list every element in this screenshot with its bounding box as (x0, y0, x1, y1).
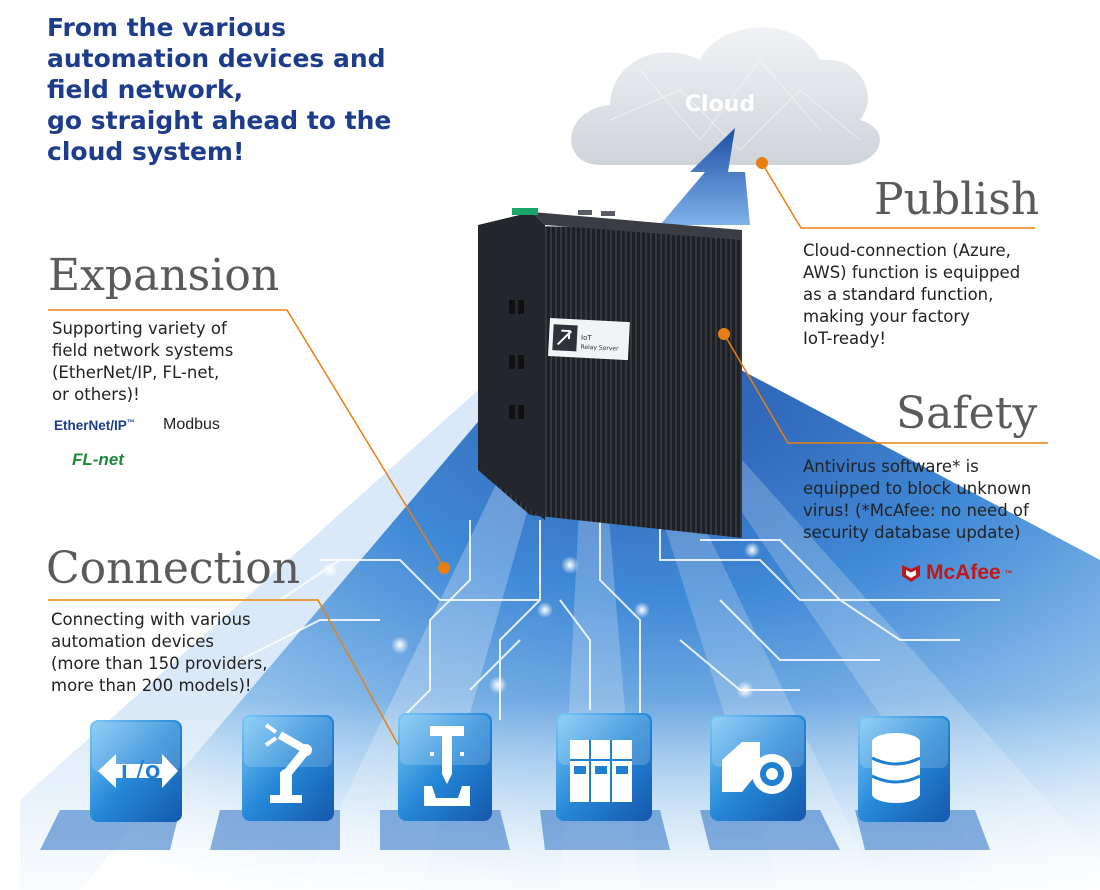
safety-body: Antivirus software* is equipped to block… (803, 456, 1031, 544)
circuit-glow-dots (322, 542, 760, 699)
device-badge-line1: IoT (581, 334, 593, 343)
safety-body-line: Antivirus software* is (803, 457, 979, 476)
connection-body-line: more than 200 models)! (51, 676, 252, 695)
expansion-dot (438, 562, 450, 574)
safety-body-line: security database update) (803, 523, 1021, 542)
tile-robot (242, 715, 334, 821)
io-left-label: I (121, 762, 128, 783)
headline-line: From the various (47, 13, 287, 42)
headline-line: automation devices and (47, 44, 386, 73)
expansion-body-line: or others)! (52, 385, 140, 404)
ethernet-ip-logo: EtherNet/IP™ (54, 418, 135, 433)
headline-line: cloud system! (47, 137, 245, 166)
publish-body: Cloud-connection (Azure, AWS) function i… (803, 240, 1020, 350)
fl-net-logo: FL-net (72, 450, 124, 469)
io-right-label: O (145, 762, 160, 783)
iot-device: IoT Relay Server (478, 208, 742, 538)
publish-body-line: IoT-ready! (803, 329, 887, 348)
mcafee-shield-icon (902, 565, 920, 582)
robot-arm-icon (264, 723, 312, 803)
safety-title: Safety (896, 388, 1038, 439)
cloud-label: Cloud (685, 92, 755, 117)
device-badge-line2: Relay Server (580, 344, 619, 353)
tile-cabinet (556, 713, 652, 821)
headline-line: go straight ahead to the (47, 106, 392, 135)
expansion-body-line: Supporting variety of (52, 319, 227, 338)
ethernet-ip-tm: ™ (126, 418, 135, 427)
tile-press (398, 713, 492, 821)
device-badge: IoT Relay Server (548, 318, 630, 361)
tile-io: I O (90, 720, 182, 822)
device-tiles: I O (40, 713, 990, 850)
publish-body-line: as a standard function, (803, 285, 994, 304)
mcafee-tm: ™ (1004, 568, 1013, 578)
connection-body: Connecting with various automation devic… (51, 609, 268, 697)
expansion-title: Expansion (48, 250, 280, 301)
cloud-arrow-icon (660, 128, 750, 225)
connection-body-line: Connecting with various (51, 610, 251, 629)
cloud-shape: Cloud (571, 27, 880, 165)
leader-lines (48, 162, 1048, 760)
safety-body-line: equipped to block unknown (803, 479, 1032, 498)
connection-body-line: (more than 150 providers, (51, 654, 268, 673)
tile-database (858, 716, 950, 822)
ethernet-ip-text: EtherNet/IP (54, 418, 127, 433)
connection-title: Connection (46, 543, 301, 594)
camera-sensor-icon (722, 742, 792, 794)
publish-body-line: Cloud-connection (Azure, (803, 241, 1011, 260)
database-icon (871, 733, 921, 803)
modbus-logo: Modbus (163, 416, 220, 433)
publish-body-line: AWS) function is equipped (803, 263, 1021, 282)
publish-title: Publish (874, 174, 1040, 225)
press-machine-icon (424, 726, 470, 806)
control-cabinet-icon (570, 740, 632, 802)
io-converter-icon: I O (98, 754, 178, 788)
publish-dot (756, 157, 768, 169)
mcafee-text: McAfee (926, 561, 1001, 584)
expansion-body: Supporting variety of field network syst… (52, 318, 233, 406)
connection-body-line: automation devices (51, 632, 214, 651)
safety-dot (718, 328, 730, 340)
expansion-body-line: (EtherNet/IP, FL-net, (52, 363, 220, 382)
headline-line: field network, (47, 75, 244, 104)
expansion-body-line: field network systems (52, 341, 234, 360)
tile-camera (710, 715, 806, 821)
headline: From the various automation devices and … (47, 12, 427, 167)
safety-body-line: virus! (*McAfee: no need of (803, 501, 1029, 520)
publish-body-line: making your factory (803, 307, 970, 326)
circuit-traces (120, 520, 1000, 721)
